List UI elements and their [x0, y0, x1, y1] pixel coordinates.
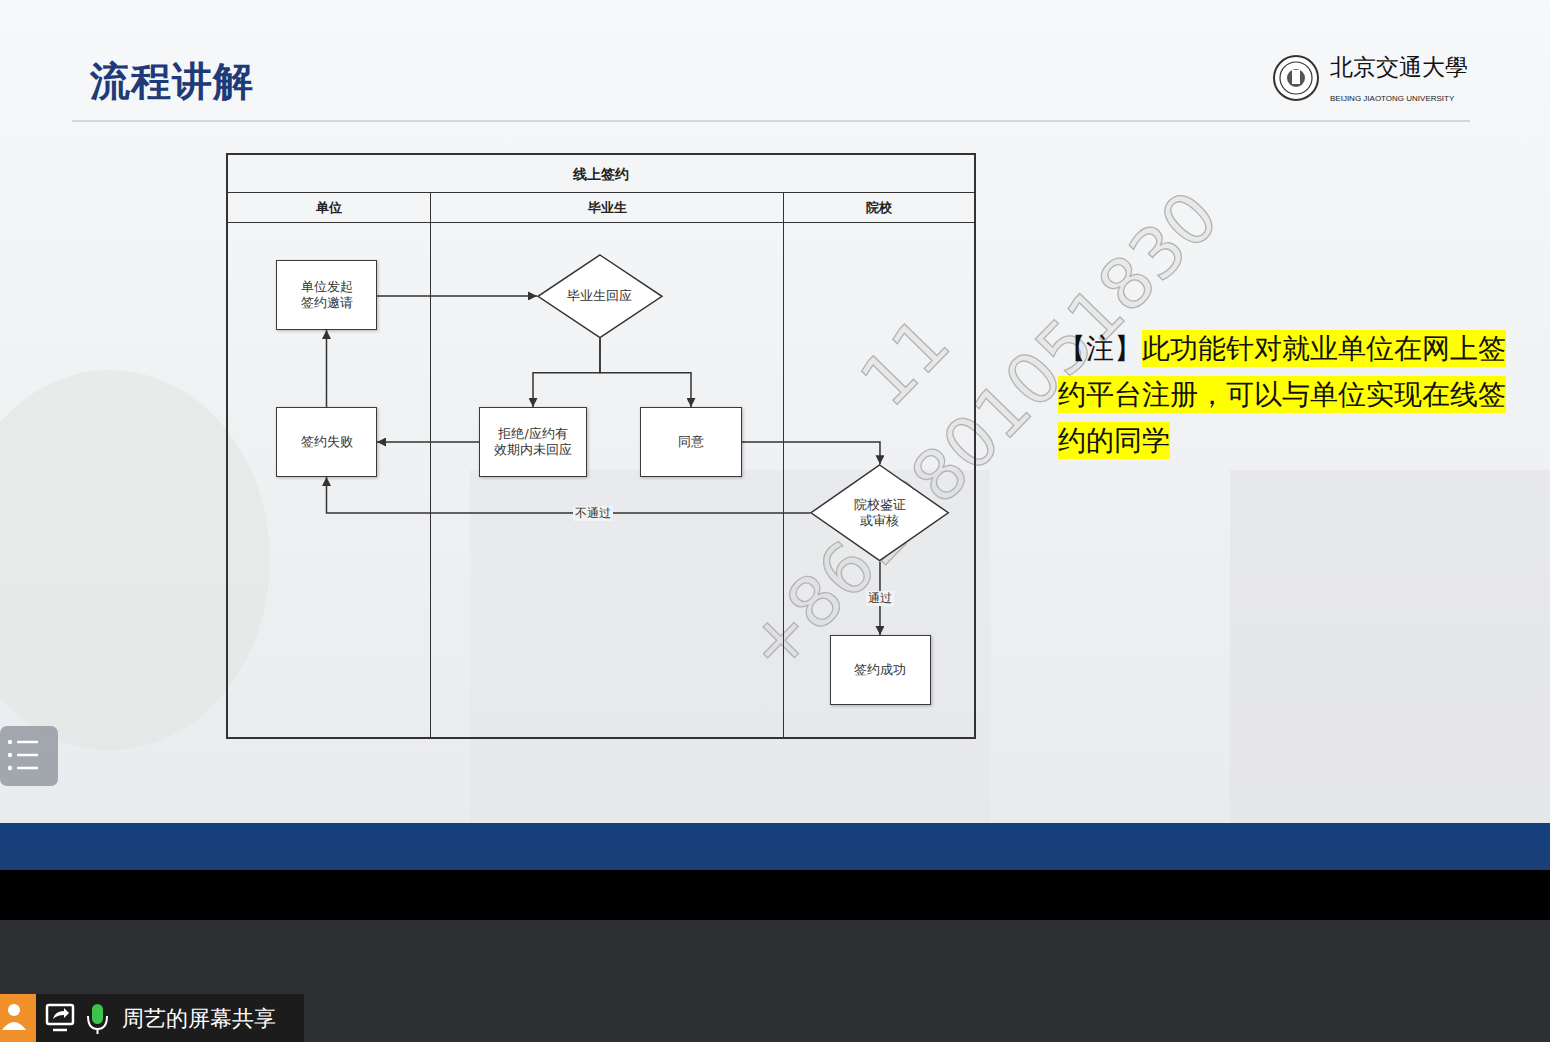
- process-box: 签约失败: [276, 407, 377, 477]
- mic-icon: [97, 1029, 99, 1034]
- mic-icon: [92, 1004, 103, 1024]
- list-icon: [8, 766, 12, 770]
- node-text: 毕业生回应: [567, 288, 632, 304]
- process-box: 同意: [640, 407, 742, 477]
- share-tag: [36, 994, 304, 1042]
- node-text: 拒绝/应约有 效期内未回应: [493, 426, 573, 458]
- table-header: 线上签约: [228, 155, 974, 193]
- heading-rule: [72, 120, 1470, 122]
- node-text: 同意: [678, 434, 704, 450]
- edge-label: 通过: [866, 591, 894, 606]
- meeting-bar: [0, 920, 1550, 1042]
- faint-building: [470, 470, 990, 823]
- letterbox-bar: [0, 870, 1550, 920]
- list-icon: [8, 740, 12, 744]
- watermark: 11: [845, 301, 966, 422]
- flow-arrow: [377, 441, 479, 443]
- process-box: 单位发起 签约邀请: [276, 260, 377, 330]
- screen-icon: [47, 1005, 73, 1024]
- flow-arrow: [600, 338, 691, 407]
- toggle-button: [0, 726, 58, 786]
- swimlane-table: 线上签约单位单位发起 签约邀请签约失败毕业生毕业生回应拒绝/应约有 效期内未回应…: [226, 153, 976, 739]
- logo-wordmark: 北京交通大學: [1330, 52, 1468, 83]
- screen-icon: [53, 1029, 67, 1032]
- logo-ring: [1274, 56, 1318, 100]
- logo-subtitle: BEIJING JIAOTONG UNIVERSITY: [1330, 94, 1454, 103]
- logo-mark: [1292, 70, 1300, 84]
- node-text: 单位发起 签约邀请: [296, 279, 358, 311]
- list-icon: [17, 754, 38, 757]
- person-icon: [8, 1004, 20, 1016]
- flow-arrow: [327, 477, 811, 513]
- share-label: 周艺的屏幕共享: [122, 1004, 276, 1034]
- node-text: 签约失败: [301, 434, 353, 450]
- flow-arrow: [879, 562, 881, 635]
- screen-icon: [53, 1008, 69, 1019]
- flow-arrow: [533, 338, 600, 407]
- process-box: 签约成功: [830, 635, 931, 705]
- slide-ground: [0, 0, 1550, 823]
- flow-arrow: [326, 330, 328, 407]
- node-text: 单位: [316, 200, 342, 216]
- flow-arrow: [377, 295, 537, 297]
- process-box: 拒绝/应约有 效期内未回应: [479, 407, 587, 477]
- list-icon: [17, 741, 38, 744]
- slide-title: 流程讲解: [90, 54, 254, 109]
- avatar-tile: [0, 994, 36, 1042]
- lane-header: 院校: [784, 193, 974, 223]
- slide-band: [0, 823, 1550, 870]
- faint-tree: [0, 370, 270, 750]
- note-prefix: 【注】: [1058, 332, 1142, 365]
- decision-diamond: 毕业生回应: [537, 254, 663, 339]
- diamond-outline: [810, 464, 949, 562]
- lane-header: 毕业生: [431, 193, 783, 223]
- list-icon: [8, 753, 12, 757]
- logo-ring: [1280, 62, 1312, 94]
- flow-arrow: [742, 442, 880, 464]
- node-text: 院校鉴证 或审核: [853, 497, 907, 529]
- diamond-shape: [811, 465, 948, 561]
- diamond-shape: [538, 255, 662, 338]
- swimlane: 毕业生毕业生回应拒绝/应约有 效期内未回应 同意: [431, 193, 784, 737]
- mic-icon: [88, 1016, 107, 1029]
- person-icon: [2, 1022, 26, 1030]
- list-icon: [17, 767, 38, 770]
- swimlane: 单位单位发起 签约邀请签约失败: [228, 193, 431, 737]
- node-text: 签约成功: [854, 662, 906, 678]
- swimlane: 院校院校鉴证 或审核签约成功: [784, 193, 974, 737]
- faint-building: [1230, 470, 1550, 823]
- node-text: 毕业生: [588, 200, 627, 216]
- lane-header: 单位: [228, 193, 430, 223]
- logo-core: [1287, 69, 1305, 87]
- node-text: 院校: [866, 200, 892, 216]
- edge-label: 不通过: [573, 506, 613, 521]
- diamond-outline: [537, 254, 663, 339]
- decision-diamond: 院校鉴证 或审核: [810, 464, 949, 562]
- note-block: 【注】此功能针对就业单位在网上签约平台注册，可以与单位实现在线签约的同学: [1058, 326, 1508, 464]
- node-text: 线上签约: [573, 166, 629, 182]
